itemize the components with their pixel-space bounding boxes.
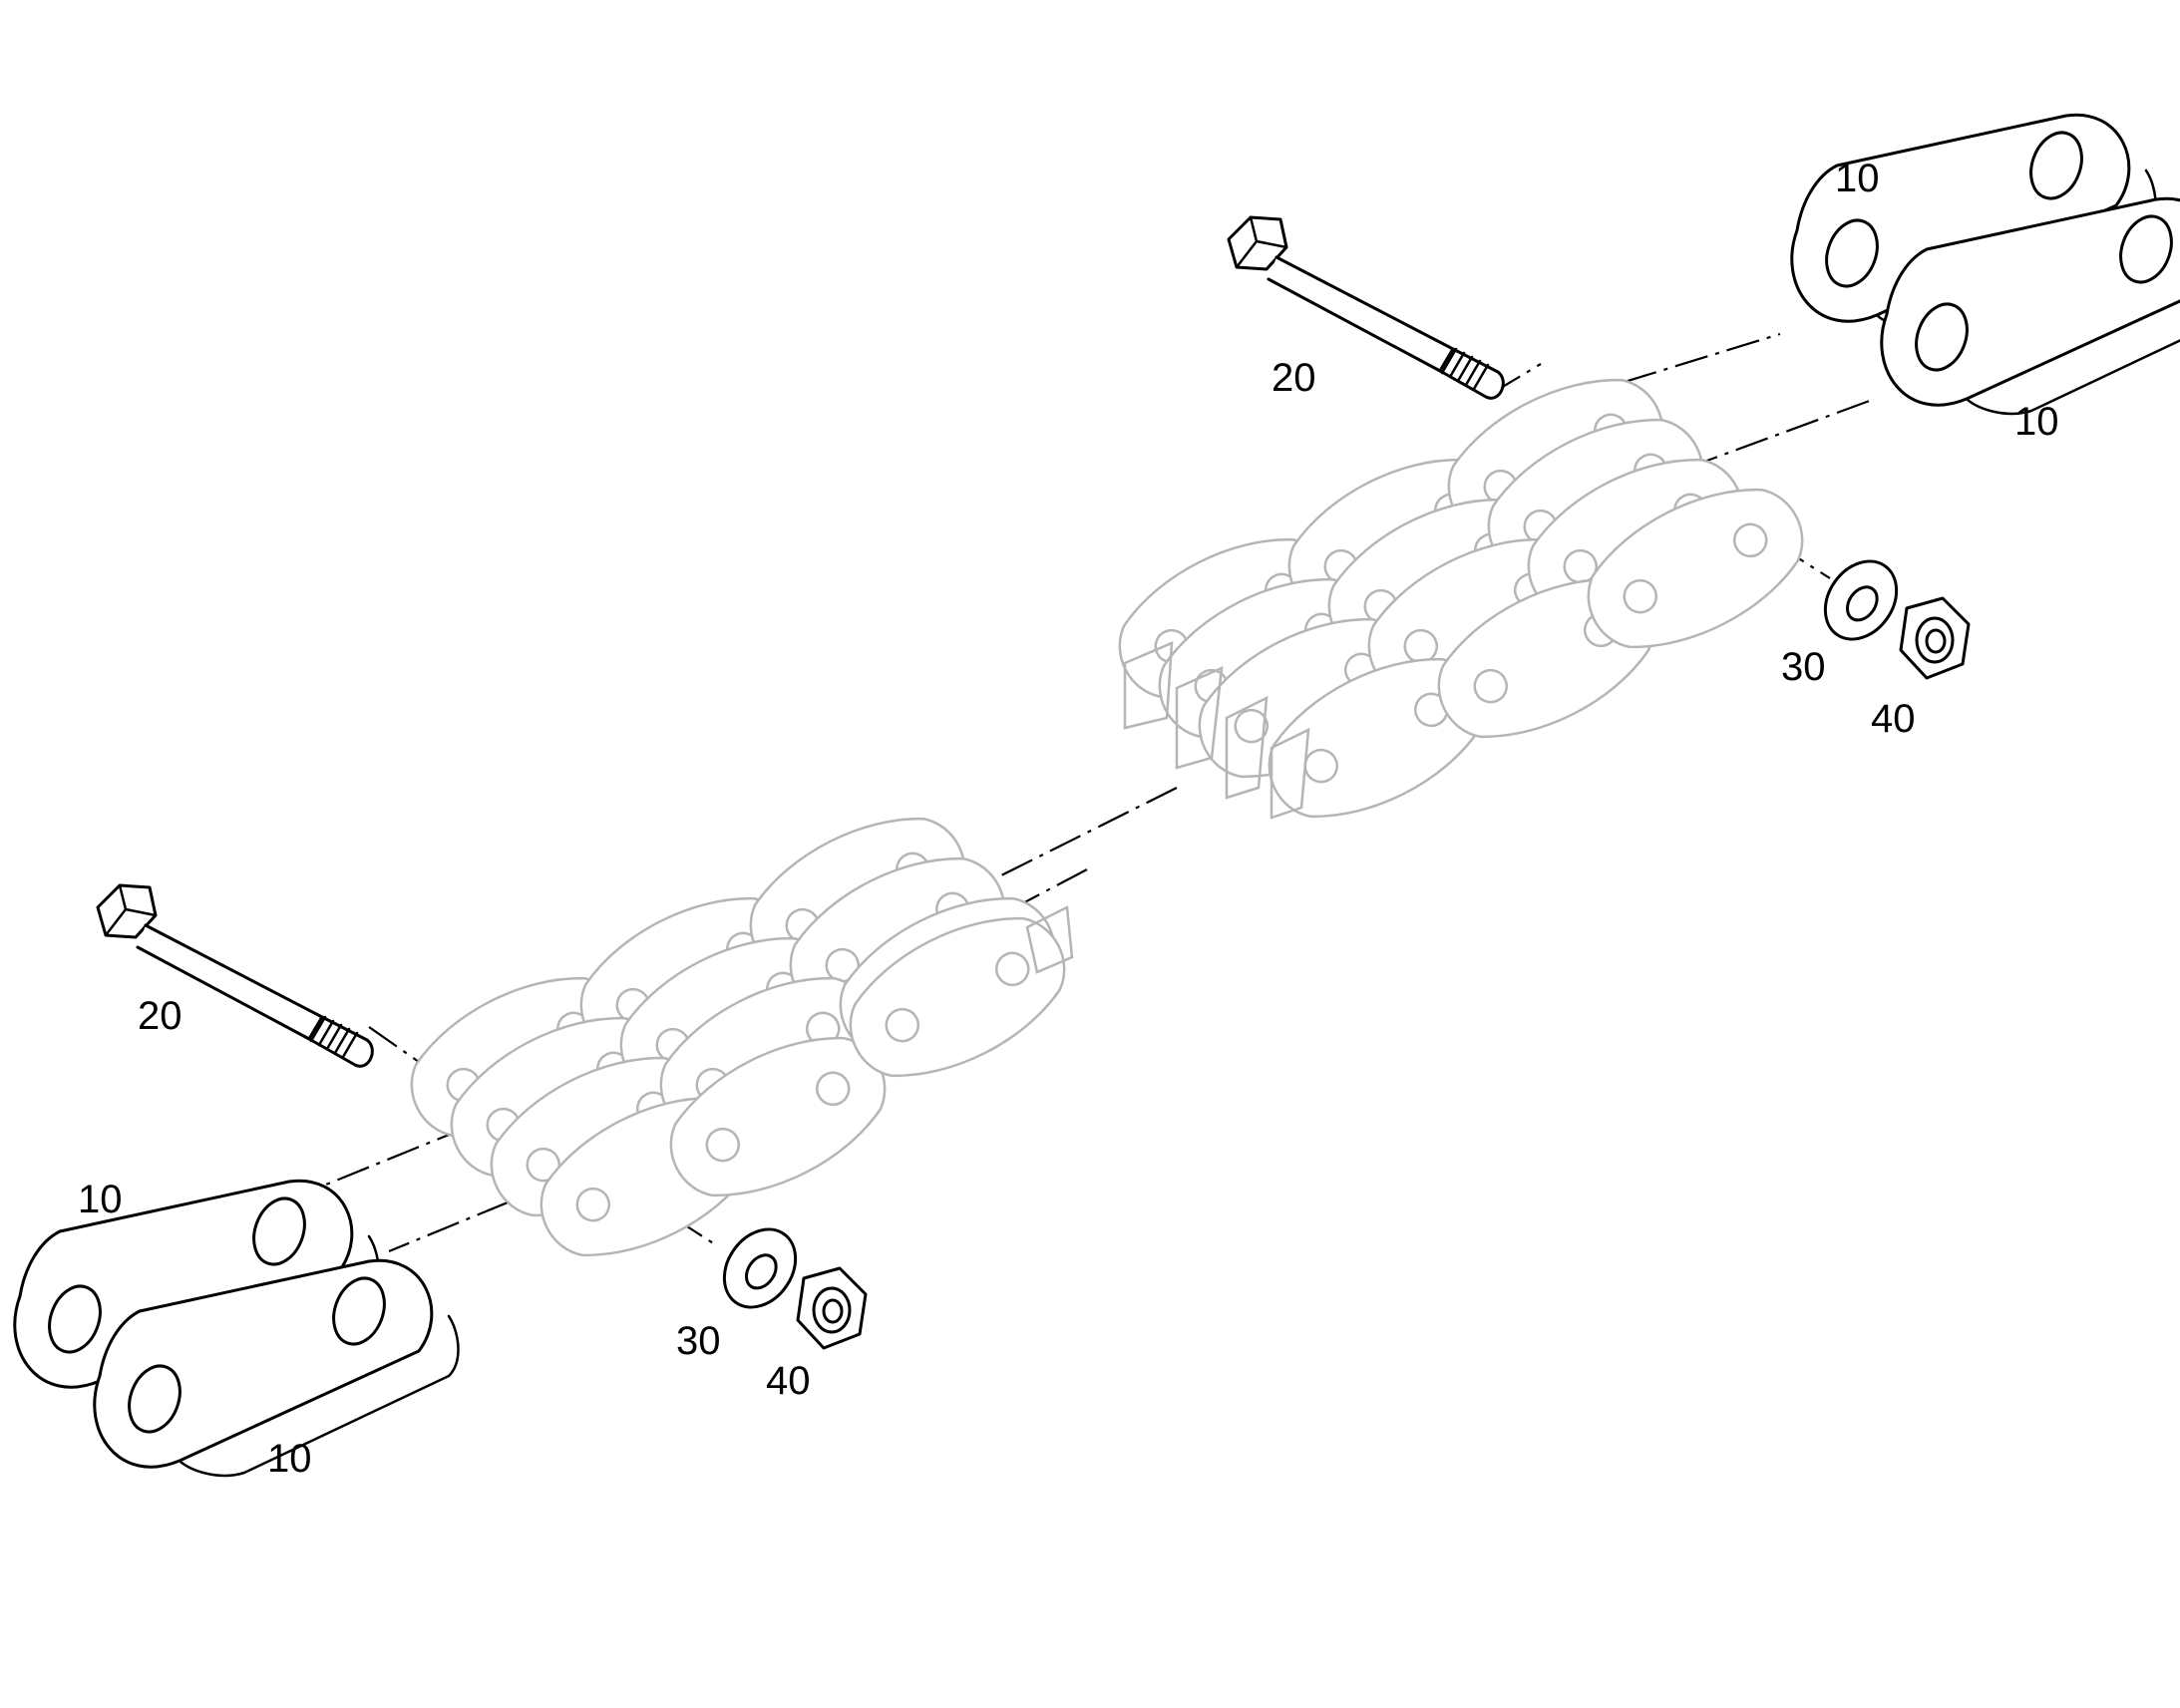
upper-nut-icon: [1899, 596, 1971, 680]
upper-washer-icon: [1809, 545, 1913, 655]
lower-washer-icon: [708, 1213, 812, 1323]
callout-lower-plate-front: 10: [267, 1437, 312, 1481]
callout-upper-washer: 30: [1781, 645, 1826, 689]
callout-lower-plate-back: 10: [78, 1178, 123, 1221]
callout-upper-plate-front: 10: [2014, 400, 2059, 444]
lower-chain-segment: [388, 789, 1088, 1285]
upper-chain-segment: [1096, 350, 1826, 847]
callout-lower-nut: 40: [766, 1359, 811, 1403]
lower-nut-icon: [796, 1266, 868, 1350]
callout-lower-pin: 20: [138, 994, 182, 1038]
callout-lower-washer: 30: [676, 1319, 721, 1363]
callout-upper-pin: 20: [1272, 356, 1316, 400]
callout-upper-plate-back: 10: [1835, 157, 1880, 200]
lower-pin-icon: [96, 883, 374, 1068]
upper-pin-icon: [1227, 215, 1505, 400]
callout-upper-nut: 40: [1871, 697, 1916, 741]
